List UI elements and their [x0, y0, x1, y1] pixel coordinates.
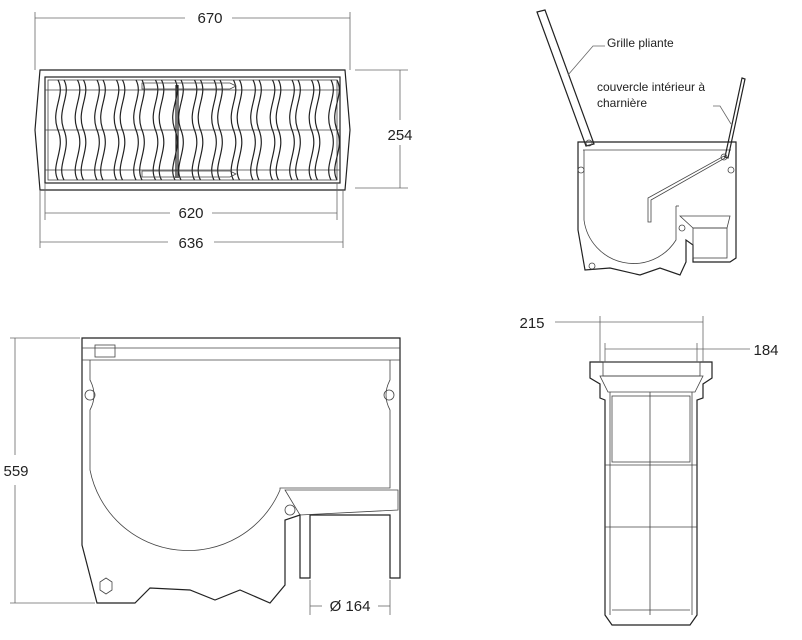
dimension-label-559: 559	[3, 463, 28, 480]
dimension-label-215: 215	[519, 315, 544, 332]
grate-bar	[295, 79, 301, 181]
grate-bar	[289, 79, 295, 181]
grate-bar	[74, 79, 81, 181]
grate-bar	[308, 79, 315, 181]
grate-bar	[269, 79, 276, 181]
label-grille-pliante: Grille pliante	[607, 36, 674, 50]
grate-bar	[334, 79, 340, 181]
grate-bar	[211, 79, 217, 181]
label-inner-cover-line2: charnière	[597, 96, 647, 110]
grate-bar	[61, 79, 67, 181]
grate-bar	[197, 79, 204, 181]
dimension-184: 184	[604, 342, 779, 362]
open-view-body	[577, 141, 737, 276]
side-view-body	[81, 337, 401, 604]
front-view-body	[589, 361, 713, 626]
dimension-215: 215	[519, 315, 704, 362]
grate-bar	[133, 79, 139, 181]
dimension-label-164: Ø 164	[330, 598, 371, 615]
dimension-label-670: 670	[197, 10, 222, 27]
dimension-636: 636	[39, 190, 344, 252]
grate-bar	[178, 79, 184, 181]
dimension-diameter-164: Ø 164	[309, 580, 391, 615]
grate-bar	[100, 79, 106, 181]
folding-grate	[536, 9, 595, 147]
grate-bar	[172, 79, 178, 181]
grate-bars	[55, 79, 340, 181]
grate-bar	[256, 79, 262, 181]
grate-bar	[152, 79, 159, 181]
grate-bar	[113, 79, 120, 181]
grate-bar	[158, 79, 165, 181]
grate-bar	[119, 79, 126, 181]
grate-bar	[191, 79, 198, 181]
inner-cover	[720, 77, 746, 161]
dimension-label-636: 636	[178, 235, 203, 252]
dimension-620: 620	[44, 183, 338, 222]
grate-bar	[230, 79, 237, 181]
dimension-label-620: 620	[178, 205, 203, 222]
leader-inner-cover	[713, 105, 732, 125]
grate-bar	[217, 79, 223, 181]
grate-bar	[55, 79, 61, 181]
dimension-label-184: 184	[753, 342, 778, 359]
grate-bar	[236, 79, 243, 181]
grate-bar	[314, 79, 321, 181]
dimension-670: 670	[34, 10, 351, 70]
top-view-grate	[34, 69, 351, 191]
grate-bar	[80, 79, 87, 181]
dimension-label-254: 254	[387, 127, 412, 144]
dimension-254: 254	[355, 69, 413, 189]
dimension-559: 559	[3, 337, 95, 604]
grate-bar	[94, 79, 100, 181]
grate-bar	[250, 79, 256, 181]
grate-bar	[328, 79, 334, 181]
label-inner-cover-line1: couvercle intérieur à	[597, 80, 705, 94]
leader-grate	[567, 45, 605, 76]
grate-bar	[275, 79, 282, 181]
grate-bar	[139, 79, 145, 181]
